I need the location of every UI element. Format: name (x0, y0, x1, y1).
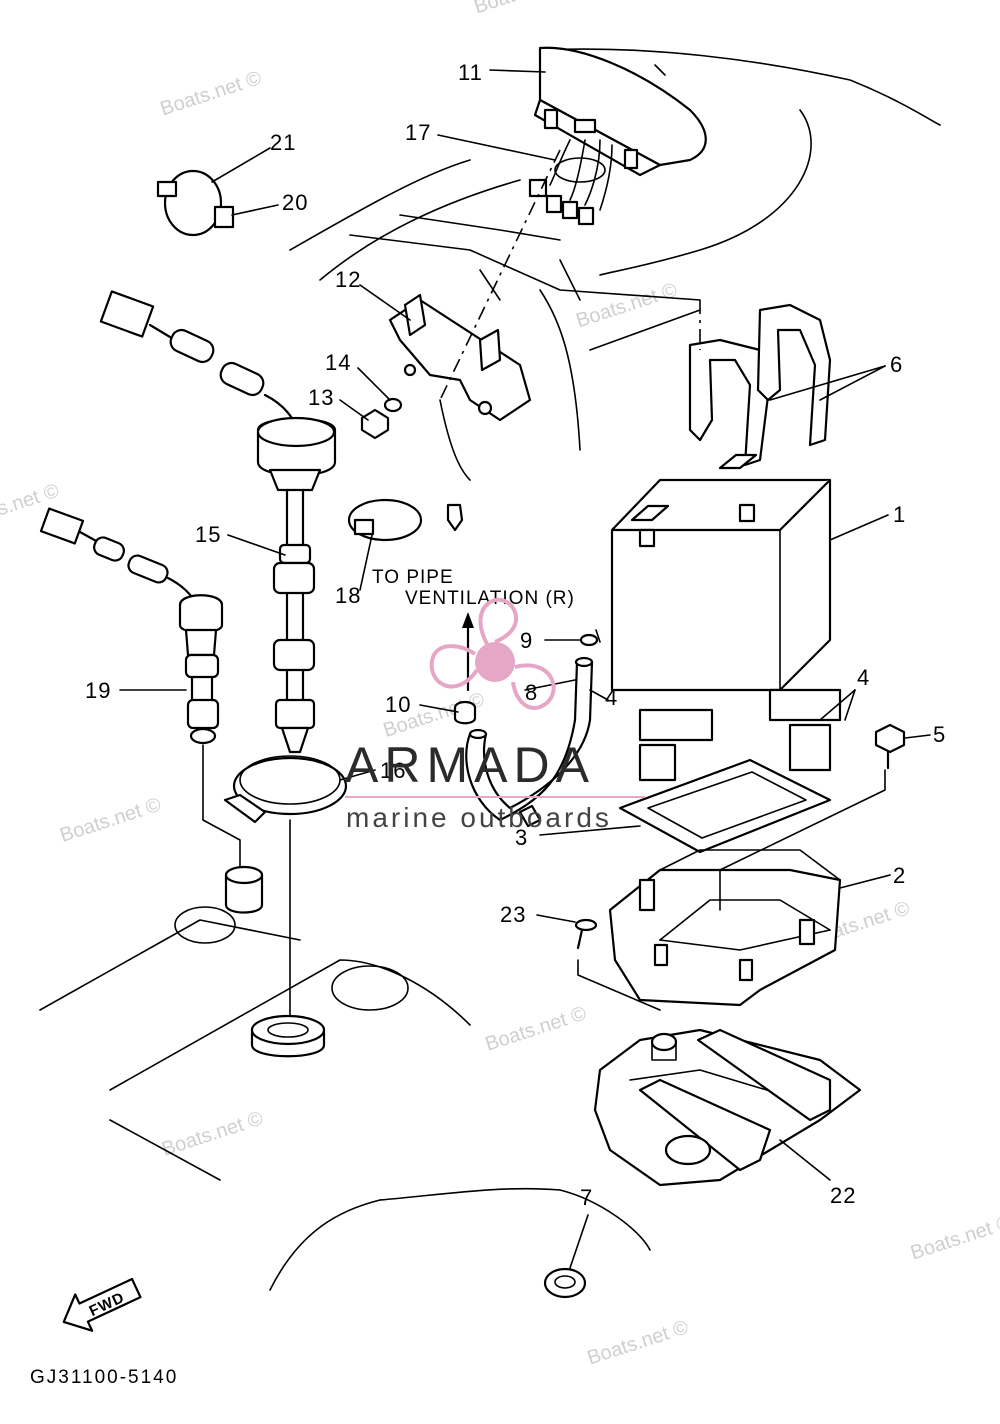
callout-15: 15 (195, 522, 221, 547)
callout-20: 20 (282, 190, 308, 215)
hull-outline (39, 48, 941, 1291)
large-clamp (223, 755, 348, 824)
fwd-arrow-icon: FWD (62, 1277, 142, 1332)
callout-19: 19 (85, 678, 111, 703)
dashed-centerlines (439, 149, 701, 401)
callout-5: 5 (933, 722, 946, 747)
hull-grommets (224, 865, 326, 1058)
sensor-19 (39, 507, 224, 745)
leader-line (202, 744, 241, 871)
callout-4a: 4 (857, 665, 870, 690)
callout-13: 13 (308, 385, 334, 410)
brand-watermark: ARMADA marine outboards (345, 597, 645, 833)
wire-harness (528, 139, 613, 226)
grommet-7 (543, 1267, 587, 1299)
label-leaders (119, 69, 931, 1269)
callout-21: 21 (270, 130, 296, 155)
propeller-logo-icon (429, 597, 556, 710)
tray-gasket (618, 758, 832, 854)
callout-9: 9 (520, 628, 533, 653)
watermark-text: Boats.net © (57, 794, 164, 847)
bracket (388, 293, 532, 422)
drawing-code: GJ31100-5140 (30, 1367, 178, 1388)
callout-14: 14 (325, 350, 351, 375)
screw-23 (574, 918, 598, 950)
brand-name: ARMADA (345, 737, 595, 793)
vent-arrow-head (462, 612, 474, 628)
callout-22: 22 (830, 1183, 856, 1208)
battery-pads (638, 688, 842, 782)
watermark-text: Boats.net © (908, 1211, 1000, 1264)
annotation-line1: TO PIPE (372, 567, 454, 588)
callout-7: 7 (580, 1185, 593, 1210)
callout-16: 16 (380, 758, 406, 783)
battery-straps (688, 303, 832, 467)
watermark-text: Boats.net © (471, 0, 578, 18)
callout-3: 3 (515, 825, 528, 850)
callout-2: 2 (893, 863, 906, 888)
callout-4b: 4 (605, 685, 618, 710)
bolt-5 (874, 723, 906, 770)
battery-box (608, 849, 842, 1007)
meter-unit (533, 46, 707, 177)
watermark-text: Boats.net © (483, 1002, 590, 1055)
battery (610, 453, 832, 692)
callout-10: 10 (385, 692, 411, 717)
callout-23: 23 (500, 902, 526, 927)
callout-8: 8 (525, 680, 538, 705)
base-mount (593, 1028, 862, 1187)
callout-12: 12 (335, 267, 361, 292)
callout-11: 11 (458, 60, 483, 85)
callout-18: 18 (335, 583, 361, 608)
fitting (446, 503, 464, 532)
callout-6: 6 (890, 352, 903, 377)
watermark-text: Boats.net © (573, 279, 680, 332)
annotation-line2: VENTILATION (R) (405, 588, 575, 609)
callout-1: 1 (893, 502, 906, 527)
vent-hose (453, 629, 601, 828)
watermark-text: Boats.net © (159, 1107, 266, 1160)
hose-clip (347, 498, 423, 542)
clamp-band (156, 169, 235, 237)
leader-line (719, 769, 886, 911)
watermark-text: Boats.net © (158, 67, 265, 120)
watermark-text: Boats.net © (585, 1316, 692, 1369)
nut-and-washer (360, 397, 403, 440)
brand-divider (345, 796, 645, 798)
brand-tagline: marine outboards (346, 802, 612, 833)
leader-line (577, 959, 661, 1011)
callout-labels: 11 17 21 20 12 14 13 6 1 15 18 9 4 19 8 … (85, 60, 946, 1210)
callout-17: 17 (405, 120, 431, 145)
sensor-cable-15 (99, 290, 337, 754)
